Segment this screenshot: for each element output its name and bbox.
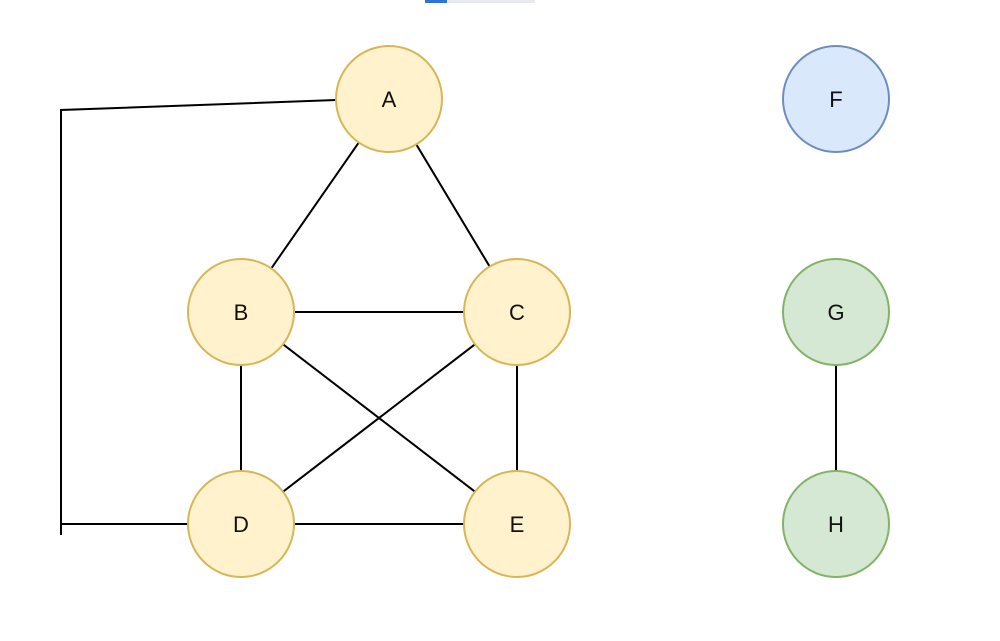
edge-c-d (281, 342, 477, 494)
node-d: D (187, 470, 295, 578)
node-f-label: F (829, 87, 842, 112)
node-d-circle (187, 470, 295, 578)
node-g-circle (782, 258, 890, 366)
node-c-label: C (509, 300, 525, 325)
node-f: F (782, 45, 890, 153)
nodes-layer: A B C D E F G H (187, 45, 890, 578)
node-b-circle (187, 258, 295, 366)
node-d-label: D (233, 512, 249, 537)
node-h-circle (782, 470, 890, 578)
node-e-label: E (510, 512, 525, 537)
node-e-circle (463, 470, 571, 578)
node-b-label: B (234, 300, 249, 325)
edge-a-d (60, 99, 337, 535)
edge-a-c (414, 143, 492, 268)
node-f-circle (782, 45, 890, 153)
node-a: A (335, 45, 443, 153)
node-a-label: A (382, 87, 397, 112)
edges-layer (60, 99, 837, 535)
node-b: B (187, 258, 295, 366)
node-h-label: H (828, 512, 844, 537)
node-e: E (463, 470, 571, 578)
node-c: C (463, 258, 571, 366)
node-c-circle (463, 258, 571, 366)
node-a-circle (335, 45, 443, 153)
node-h: H (782, 470, 890, 578)
node-g: G (782, 258, 890, 366)
node-g-label: G (827, 300, 844, 325)
edge-a-d-path (60, 99, 337, 525)
edge-a-b (269, 141, 361, 270)
